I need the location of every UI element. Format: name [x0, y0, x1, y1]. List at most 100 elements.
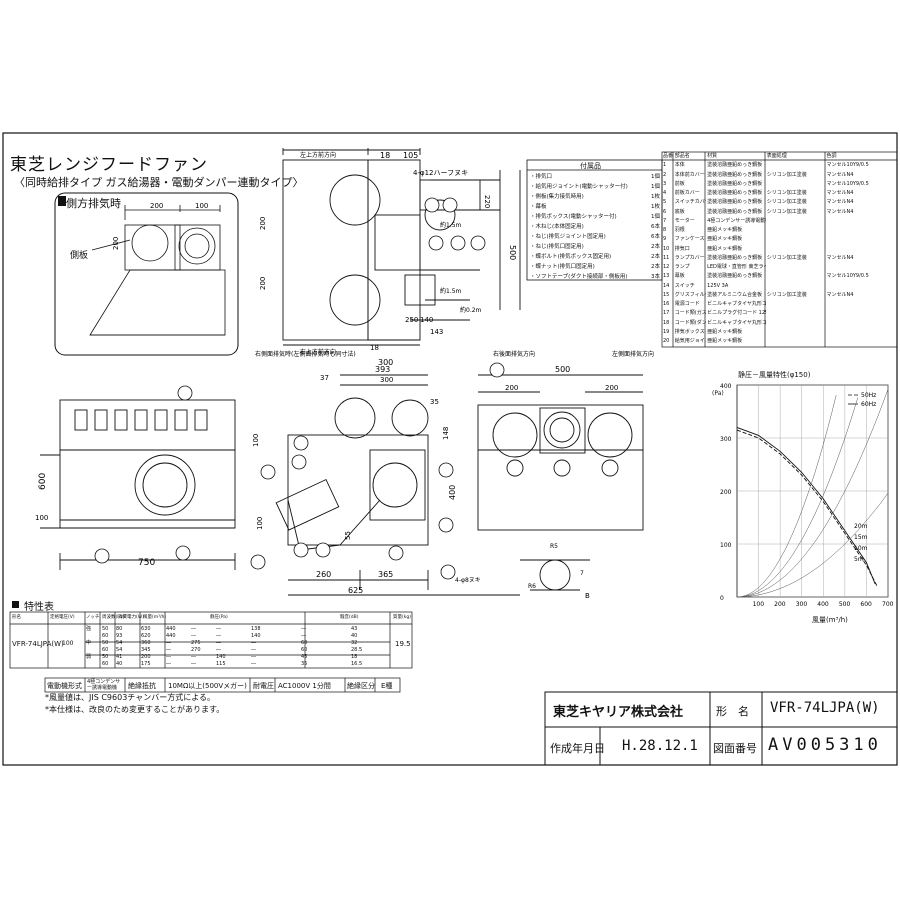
parts-cell: 幕板: [674, 273, 685, 280]
spec-cell: ―: [191, 654, 196, 660]
spec-cell: 40: [116, 661, 123, 667]
parts-cell: 塗装溶融亜鉛めっき鋼板: [707, 273, 763, 280]
spec-cell: 270: [191, 647, 201, 653]
spec-cell: ―: [216, 626, 221, 632]
chart-series-line: [736, 429, 878, 587]
spec-header-cell: 消費電力(W): [118, 615, 144, 620]
svg-text:100: 100: [195, 202, 208, 210]
spec-cell: 60: [102, 661, 109, 667]
parts-cell: 19: [663, 328, 670, 335]
chart-xlabel: 風量(m³/h): [812, 616, 848, 624]
chart-duct-label: 10m: [854, 545, 868, 552]
svg-text:200: 200: [505, 384, 518, 392]
spec-cell: ―: [251, 640, 256, 646]
svg-text:18: 18: [370, 344, 379, 352]
accessory-item: ・ソフトテープ(ダクト接続部・側板用)3本: [530, 272, 660, 282]
svg-text:625: 625: [348, 586, 363, 595]
parts-cell: 塗装アルミニウム合金板: [707, 291, 763, 298]
parts-cell: マンセルN4: [826, 254, 854, 261]
parts-cell: 亜鉛メッキ鋼板: [707, 245, 743, 252]
accessory-name: ・幕板: [530, 204, 547, 210]
accessory-name: ・ねじ(排気ジョイント固定用): [530, 234, 606, 240]
parts-row: 15グリスフィルター塗装アルミニウム合金板シリコン加工塗装マンセルN4: [662, 291, 897, 300]
spec-cell: 620: [141, 633, 151, 639]
motor-value: 4極コンデンサー誘導電動機: [87, 679, 121, 691]
spec-table-title: 特性表: [24, 602, 54, 613]
parts-cell: [766, 180, 826, 189]
svg-text:18: 18: [380, 151, 390, 160]
spec-cell: 275: [191, 640, 201, 646]
svg-text:左側面排気方向: 左側面排気方向: [612, 350, 654, 358]
parts-cell: 排気口: [674, 245, 690, 252]
svg-text:500: 500: [508, 245, 517, 260]
svg-text:200: 200: [150, 202, 163, 210]
parts-cell: シリコン加工塗装: [766, 171, 807, 178]
parts-cell: 8: [663, 227, 667, 233]
spec-cell: 43: [351, 626, 358, 632]
parts-cell: 12: [663, 264, 670, 270]
accessory-qty: 1枚: [651, 194, 660, 200]
parts-cell: 9: [663, 236, 667, 243]
electrical-table-frame: [44, 677, 401, 693]
parts-cell: 5: [663, 199, 667, 206]
parts-cell: 表面処理: [766, 153, 787, 159]
side-exhaust-frame: [54, 192, 239, 356]
front-view: [40, 399, 236, 570]
accessory-item: ・側板(集力接気時用)1枚: [530, 192, 660, 202]
chart-legend-label: 60Hz: [861, 401, 876, 408]
parts-cell: 20: [663, 338, 670, 344]
svg-text:200: 200: [259, 277, 267, 290]
parts-cell: マンセルN4: [826, 190, 854, 196]
spec-cell: 中: [86, 640, 92, 646]
accessory-item: ・排気ボックス(電動シャッター付)1個: [530, 212, 660, 222]
spec-cell: ―: [191, 661, 196, 667]
spec-cell: ―: [251, 654, 256, 660]
spec-header-cell: 形名: [12, 615, 21, 620]
svg-text:220: 220: [483, 195, 491, 208]
motor-label: 電動機形式: [47, 682, 82, 690]
spec-cell: ―: [166, 654, 171, 660]
accessory-item: ・木ねじ(本体固定用)6本: [530, 222, 660, 232]
svg-text:100: 100: [252, 434, 260, 447]
parts-cell: LED電球・直管形 東芝ライテック LDA5L-G/40W: [707, 264, 766, 270]
spec-cell: 弱: [86, 654, 92, 660]
accessory-qty: 6本: [651, 224, 660, 230]
spec-cell: 80: [116, 626, 123, 632]
spec-cell: 18: [351, 654, 358, 660]
spec-weight: 19.5: [395, 640, 411, 648]
svg-text:約1.5m: 約1.5m: [440, 221, 462, 229]
chart-x-tick-label: 400: [817, 601, 829, 608]
chart-duct-curve: [736, 395, 837, 598]
svg-text:約0.2m: 約0.2m: [460, 306, 482, 314]
chart-y-tick-label: 400: [720, 383, 732, 390]
svg-text:B: B: [585, 592, 590, 600]
parts-cell: 1: [663, 162, 667, 169]
spec-cell: 60: [301, 640, 308, 646]
spec-cell: 345: [141, 647, 151, 653]
svg-text:300: 300: [380, 376, 393, 384]
parts-cell: シリコン加工塗装: [766, 291, 807, 298]
parts-cell: [826, 309, 897, 318]
spec-voltage: 100: [62, 640, 74, 647]
parts-cell: [826, 263, 897, 272]
spec-header-cell: 風量(m³/h): [143, 615, 167, 620]
spec-cell: ―: [216, 633, 221, 639]
parts-cell: [766, 235, 826, 244]
chart-duct-curve: [736, 492, 889, 598]
parts-cell: 3: [663, 180, 667, 187]
svg-text:右上方前方向: 右上方前方向: [300, 348, 336, 356]
spec-cell: 140: [216, 654, 226, 660]
parts-header-row: 品番部品名材質表面処理色調: [662, 152, 897, 161]
spec-header-cell: 定格電圧(V): [50, 615, 75, 620]
svg-text:100: 100: [35, 514, 48, 522]
chart-ylabel: (Pa): [712, 390, 724, 397]
